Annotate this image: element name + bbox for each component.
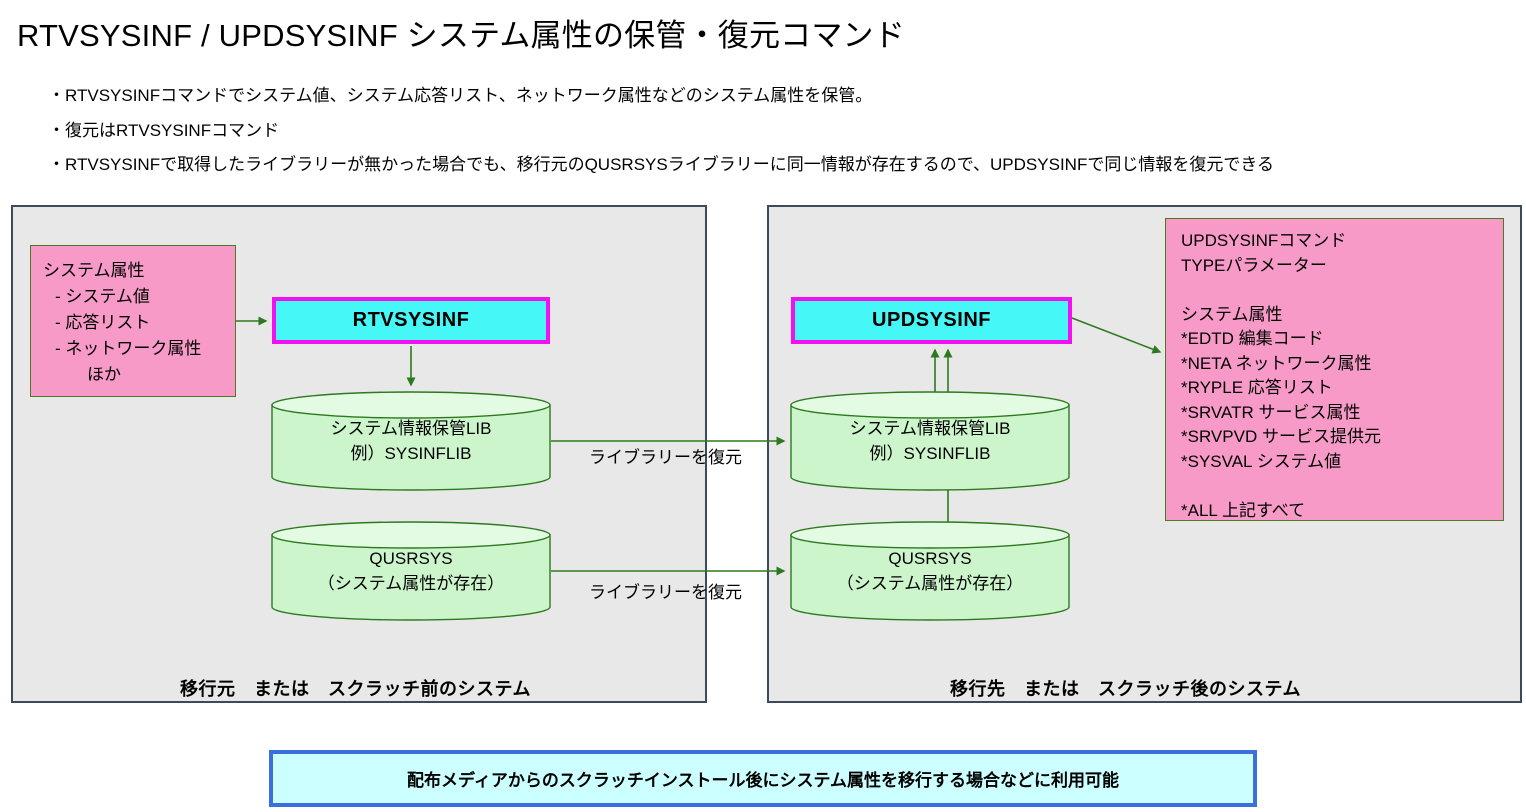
source-qusrsys-cylinder: QUSRSYS （システム属性が存在） [271, 521, 551, 621]
source-sysinf-library-cylinder: システム情報保管LIB 例）SYSINFLIB [271, 391, 551, 491]
system-attributes-footer: ほか [87, 365, 121, 384]
cylinder-label-line1: システム情報保管LIB [330, 419, 492, 438]
type-parameter-box: UPDSYSINFコマンド TYPEパラメーター システム属性 *EDTD 編集… [1165, 218, 1504, 521]
page-title: RTVSYSINF / UPDSYSINF システム属性の保管・復元コマンド [17, 18, 905, 53]
footer-callout-box: 配布メディアからのスクラッチインストール後にシステム属性を移行する場合などに利用… [269, 750, 1257, 807]
bullet-line-3: ・RTVSYSINFで取得したライブラリーが無かった場合でも、移行元のQUSRS… [48, 155, 1274, 174]
target-sysinf-library-cylinder: システム情報保管LIB 例）SYSINFLIB [790, 391, 1070, 491]
system-attributes-item-0: - システム値 [55, 287, 150, 306]
source-panel-caption: 移行元 または スクラッチ前のシステム [180, 679, 531, 699]
target-qusrsys-cylinder: QUSRSYS （システム属性が存在） [790, 521, 1070, 621]
target-panel-caption: 移行先 または スクラッチ後のシステム [950, 679, 1301, 699]
bullet-line-2: ・復元はRTVSYSINFコマンド [48, 121, 280, 140]
connector-label-restore-library-1: ライブラリーを復元 [589, 448, 742, 467]
updsysinf-command-box[interactable]: UPDSYSINF [791, 297, 1072, 344]
cylinder-label-line2: （システム属性が存在） [836, 574, 1024, 593]
cylinder-label-line1: システム情報保管LIB [849, 419, 1011, 438]
cylinder-label-line1: QUSRSYS [888, 549, 972, 568]
connector-label-restore-library-2: ライブラリーを復元 [589, 583, 742, 602]
system-attributes-box: システム属性 - システム値 - 応答リスト - ネットワーク属性 ほか [30, 245, 236, 397]
system-attributes-heading: システム属性 [43, 261, 145, 280]
bullet-line-1: ・RTVSYSINFコマンドでシステム値、システム応答リスト、ネットワーク属性な… [48, 86, 873, 105]
system-attributes-item-1: - 応答リスト [55, 313, 151, 332]
cylinder-label-line2: 例）SYSINFLIB [869, 444, 991, 463]
cylinder-label-line2: 例）SYSINFLIB [350, 444, 472, 463]
system-attributes-item-2: - ネットワーク属性 [55, 339, 202, 358]
cylinder-label-line2: （システム属性が存在） [317, 574, 505, 593]
rtvsysinf-command-box[interactable]: RTVSYSINF [272, 297, 550, 344]
cylinder-label-line1: QUSRSYS [369, 549, 453, 568]
